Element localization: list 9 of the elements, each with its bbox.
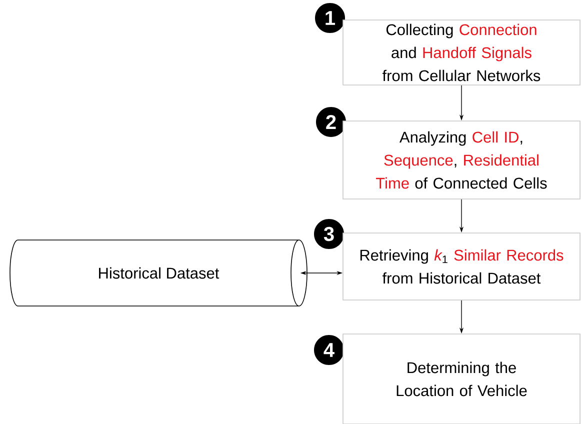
step-box: Collecting Connection and Handoff Signals from Cellular Networks	[342, 20, 580, 86]
dataset-cylinder: Historical Dataset	[10, 240, 308, 306]
number-badge: 1	[315, 3, 345, 33]
step-box: Analyzing Cell ID, Sequence, Residential Time of Connected Cells	[342, 120, 580, 200]
step-box: Determining the Location of Vehicle	[342, 334, 580, 424]
number-badge: 4	[314, 335, 344, 365]
number-badge: 2	[316, 107, 346, 137]
number-badge: 3	[314, 219, 344, 249]
step-box: Retrieving k$_{1}$ Similar Records from Historical Dataset	[342, 232, 580, 300]
